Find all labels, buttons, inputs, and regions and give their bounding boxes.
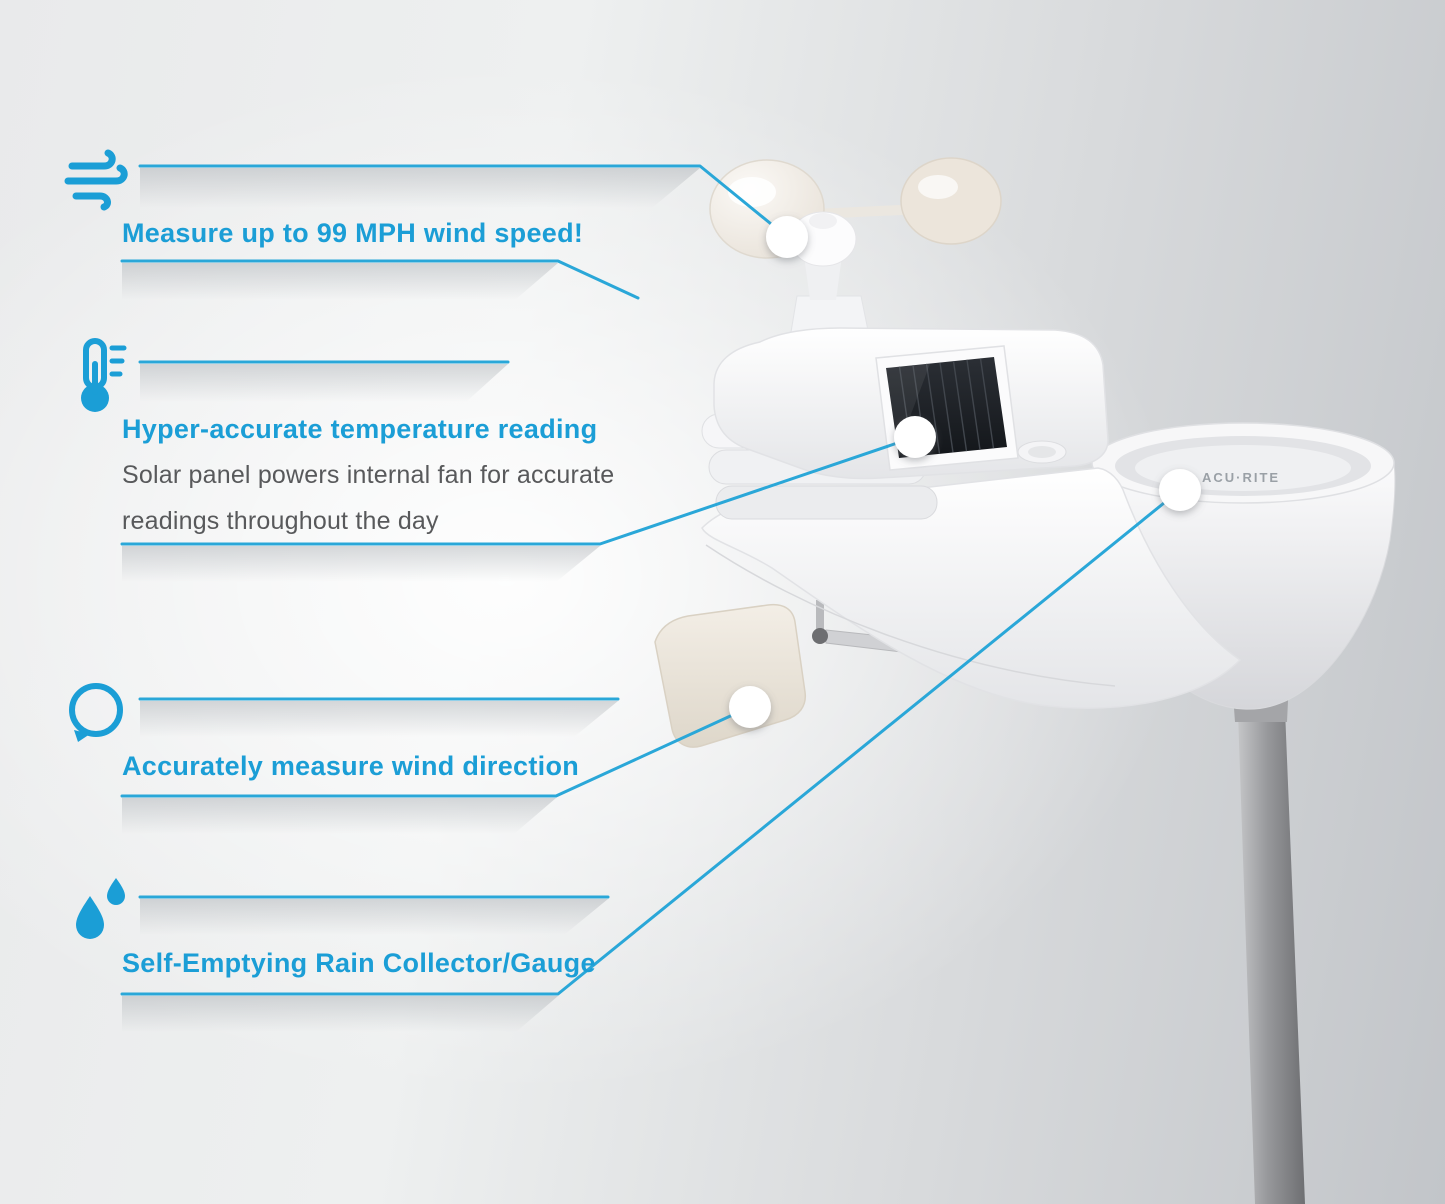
wind-direction-icon [60, 676, 132, 748]
thermometer-icon [64, 336, 136, 416]
sensor-body [701, 467, 1242, 709]
callout-lines [120, 164, 1182, 996]
feature-title-wind-speed: Measure up to 99 MPH wind speed! [122, 218, 584, 248]
anemometer-cups [709, 157, 1002, 300]
feature-title-temperature: Hyper-accurate temperature reading [122, 414, 598, 444]
callout-bands [122, 168, 700, 1032]
raindrops-icon [64, 870, 136, 946]
callout-dots [729, 216, 1201, 728]
brand-label: ACU·RITE [1202, 470, 1281, 485]
wind-icon [62, 143, 134, 215]
feature-desc-temperature: Solar panel powers internal fan for accu… [122, 461, 615, 535]
feature-title-rain-collector: Self-Emptying Rain Collector/Gauge [122, 948, 596, 978]
feature-title-wind-direction: Accurately measure wind direction [122, 751, 580, 781]
solar-panel [875, 345, 1019, 471]
mounting-pole [1232, 680, 1305, 1204]
